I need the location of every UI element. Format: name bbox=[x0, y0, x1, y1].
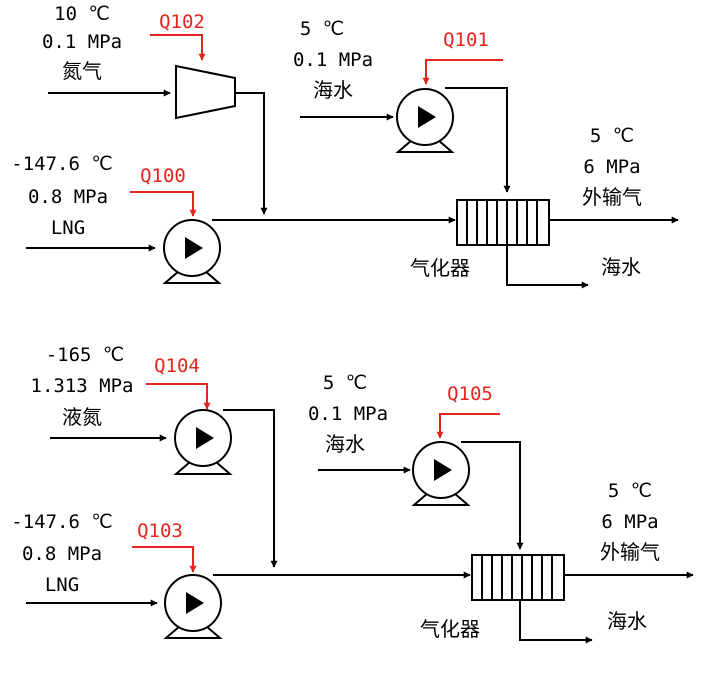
vaporizer-label: 气化器 bbox=[410, 256, 470, 280]
top-scheme: 10 ℃ 0.1 MPa 氮气 Q102 5 ℃ 0.1 MPa 海水 Q101… bbox=[11, 3, 679, 289]
ln2-pump-label: Q104 bbox=[154, 355, 200, 377]
nitrogen-to-mix-line bbox=[235, 92, 268, 215]
lng-pump-icon bbox=[162, 219, 222, 284]
seawater-name: 海水 bbox=[325, 432, 365, 456]
seawater-out-name: 海水 bbox=[607, 609, 647, 633]
seawater-outlet-arrow bbox=[519, 600, 593, 644]
gas-out-name: 外输气 bbox=[582, 185, 642, 209]
seawater-pump-power-arrow bbox=[422, 59, 503, 85]
compressor-icon bbox=[175, 64, 236, 120]
seawater-pump-icon bbox=[395, 88, 455, 153]
seawater-to-vaporizer-line bbox=[461, 441, 524, 550]
vaporizer-icon bbox=[471, 554, 565, 601]
ln2-pump-power-arrow bbox=[146, 383, 211, 410]
lng-temp: -147.6 ℃ bbox=[11, 153, 112, 175]
seawater-out-name: 海水 bbox=[601, 255, 641, 279]
seawater-pump-label: Q105 bbox=[447, 383, 493, 405]
vaporizer-icon bbox=[456, 199, 550, 246]
lng-name: LNG bbox=[51, 217, 85, 239]
ln2-pump-icon bbox=[173, 409, 233, 475]
ln2-pressure: 1.313 MPa bbox=[31, 375, 134, 397]
nitrogen-pressure: 0.1 MPa bbox=[42, 31, 122, 53]
lng-name: LNG bbox=[45, 574, 79, 596]
lng-temp: -147.6 ℃ bbox=[11, 511, 112, 533]
lng-pump-label: Q103 bbox=[137, 520, 183, 542]
seawater-name: 海水 bbox=[313, 78, 353, 102]
vaporizer-label: 气化器 bbox=[420, 617, 480, 641]
lng-pressure: 0.8 MPa bbox=[22, 543, 102, 565]
seawater-pump-label: Q101 bbox=[443, 29, 489, 51]
lng-pressure: 0.8 MPa bbox=[28, 186, 108, 208]
seawater-temp: 5 ℃ bbox=[300, 18, 344, 40]
ln2-name: 液氮 bbox=[62, 405, 102, 429]
seawater-pressure: 0.1 MPa bbox=[308, 403, 388, 425]
bottom-scheme: -165 ℃ 1.313 MPa 液氮 Q104 5 ℃ 0.1 MPa 海水 … bbox=[11, 344, 694, 644]
lng-pump-icon bbox=[163, 574, 223, 639]
lng-pump-power-arrow bbox=[130, 191, 197, 217]
gas-out-pressure: 6 MPa bbox=[583, 156, 640, 178]
seawater-temp: 5 ℃ bbox=[323, 372, 367, 394]
seawater-outlet-arrow bbox=[506, 245, 589, 289]
lng-pump-label: Q100 bbox=[140, 165, 186, 187]
compressor-label: Q102 bbox=[159, 11, 205, 33]
nitrogen-temp: 10 ℃ bbox=[54, 3, 110, 25]
nitrogen-name: 氮气 bbox=[62, 59, 102, 83]
seawater-pressure: 0.1 MPa bbox=[293, 49, 373, 71]
ln2-to-mix-line bbox=[223, 409, 278, 568]
lng-pump-power-arrow bbox=[132, 546, 197, 573]
seawater-pump-icon bbox=[411, 441, 471, 506]
gas-out-name: 外输气 bbox=[600, 540, 660, 564]
gas-out-pressure: 6 MPa bbox=[601, 511, 658, 533]
seawater-to-vaporizer-line bbox=[445, 87, 511, 193]
gas-out-temp: 5 ℃ bbox=[608, 480, 652, 502]
ln2-temp: -165 ℃ bbox=[46, 344, 125, 366]
gas-out-temp: 5 ℃ bbox=[590, 125, 634, 147]
compressor-power-arrow bbox=[150, 34, 206, 61]
seawater-pump-power-arrow bbox=[436, 413, 500, 439]
